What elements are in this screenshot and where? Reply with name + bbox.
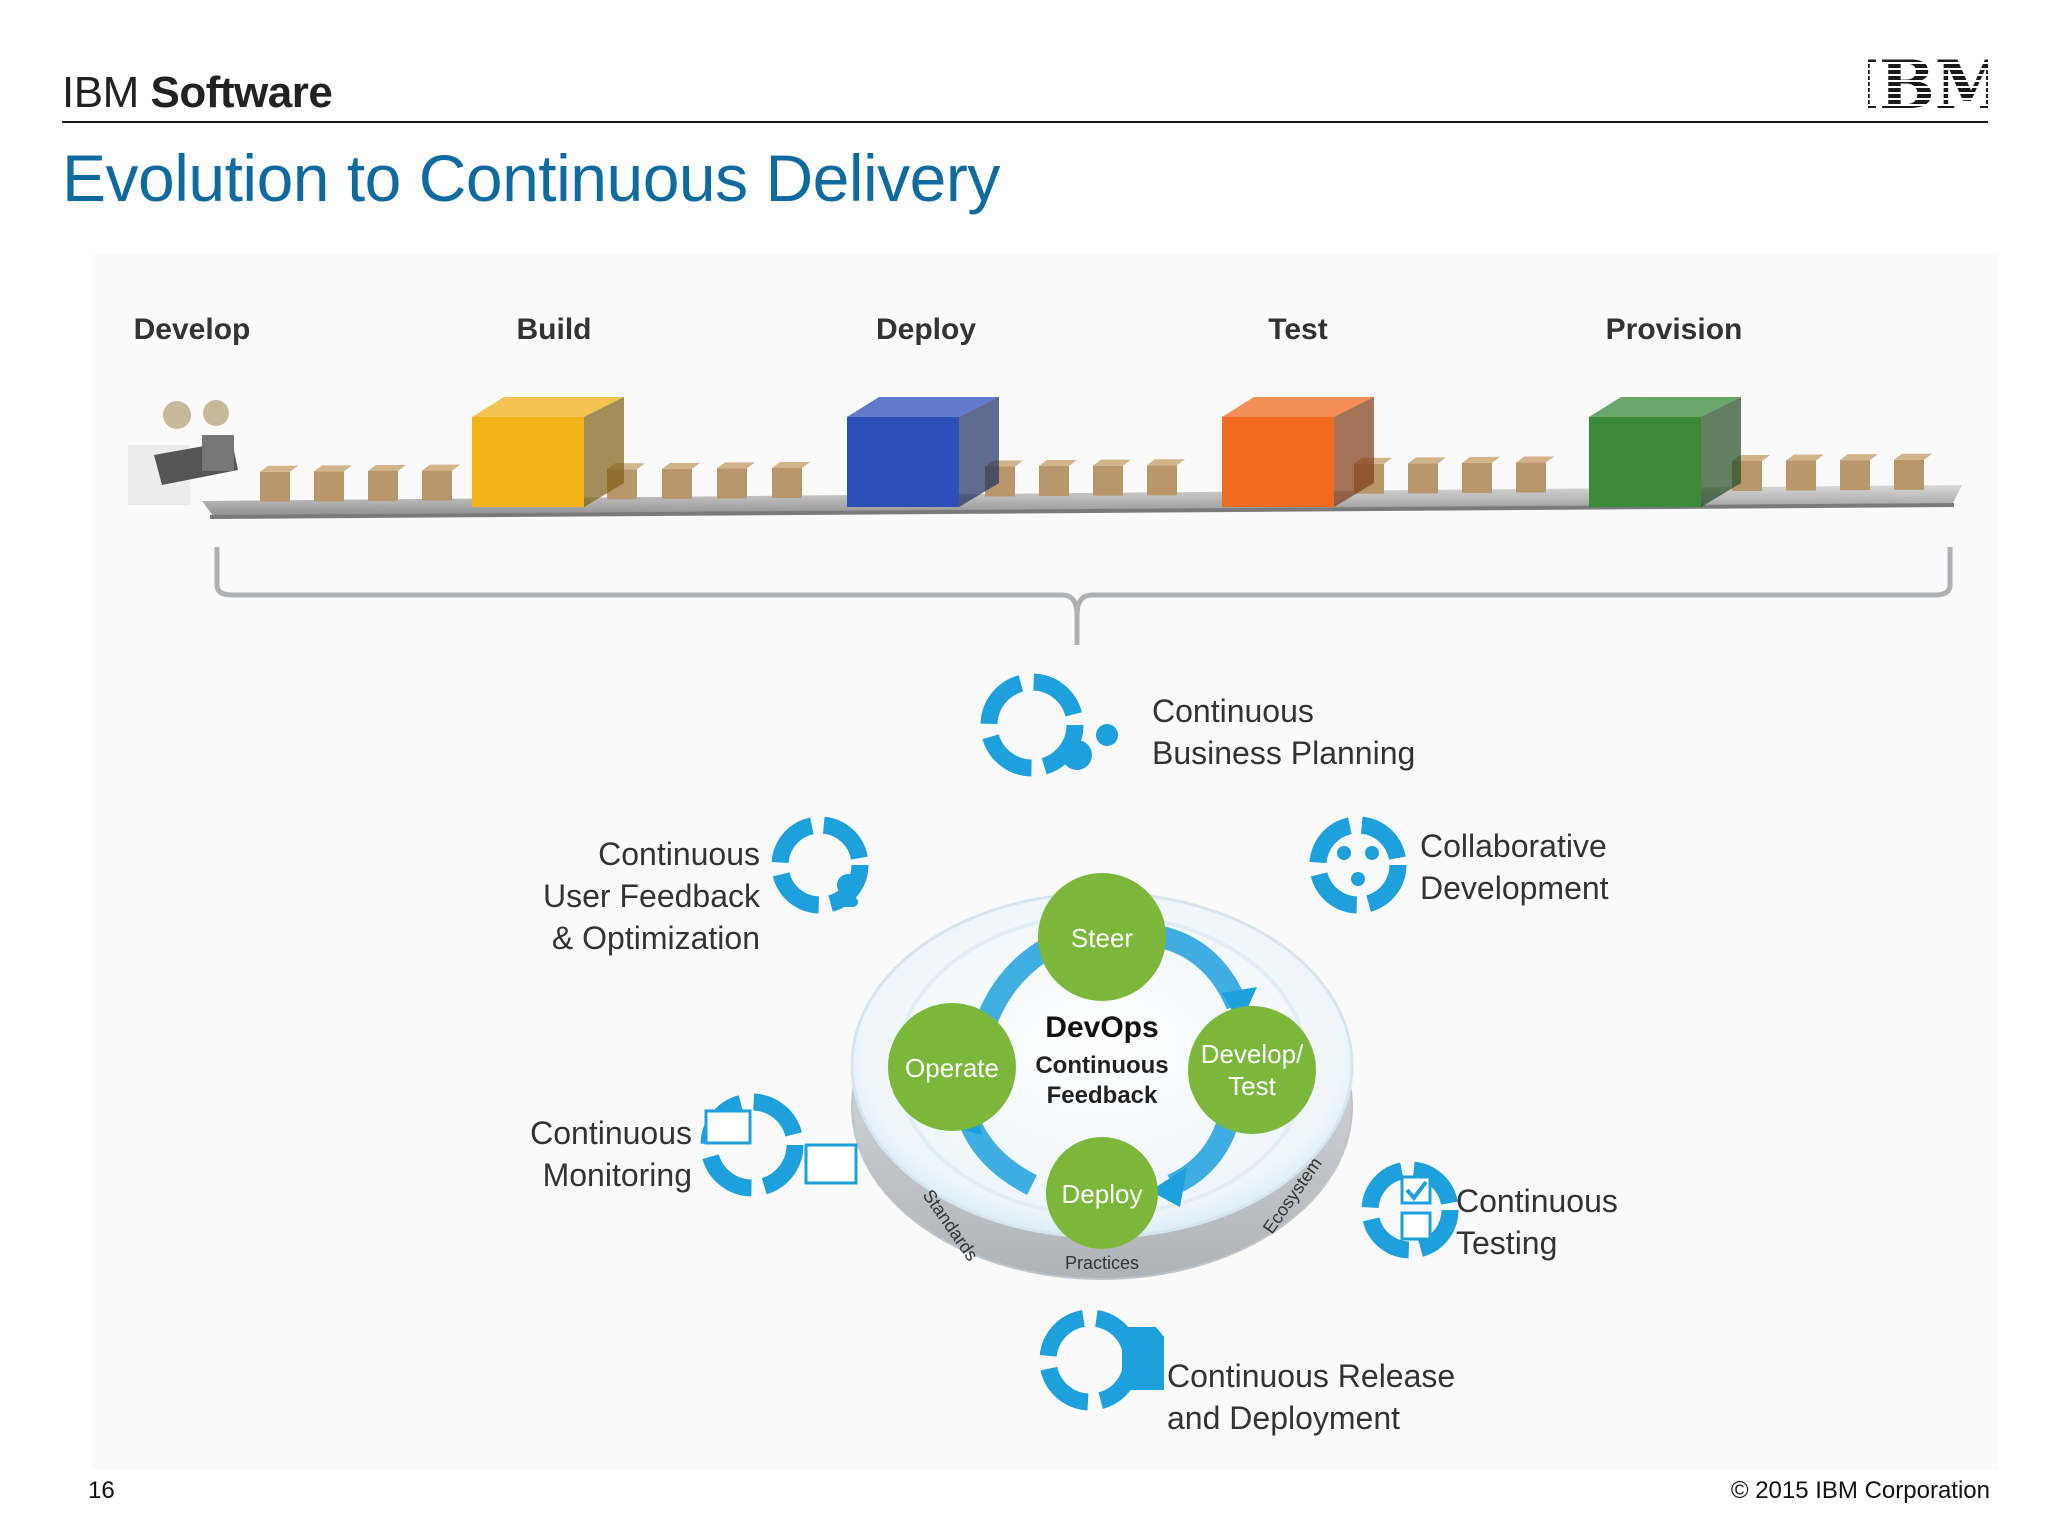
stage-test: Test	[1268, 313, 1328, 346]
testing-line2: Testing	[1456, 1225, 1558, 1261]
brand-title: IBM Software	[62, 68, 333, 118]
conveyor-box	[1093, 465, 1123, 496]
stage-deploy: Deploy	[875, 313, 977, 346]
provision-box	[1589, 397, 1741, 507]
conveyor-box	[1840, 460, 1870, 491]
label-user-feedback: Continuous User Feedback & Optimization	[522, 833, 760, 959]
conveyor-box	[1894, 459, 1924, 490]
stage-boxes	[472, 397, 1741, 507]
conveyor-belt	[202, 485, 1962, 517]
ibm-logo-text: IBM	[1868, 58, 1988, 110]
devops-center-line1: Continuous	[1035, 1052, 1168, 1079]
stage-build: Build	[516, 313, 592, 346]
test-box	[1222, 397, 1374, 507]
label-release: Continuous Release and Deployment	[1167, 1355, 1455, 1439]
business-planning-icon	[980, 673, 1084, 777]
pipeline-graphic	[128, 397, 1962, 645]
stage-develop: Develop	[133, 313, 251, 346]
conveyor-box	[1462, 462, 1492, 493]
monitoring-line2: Monitoring	[542, 1157, 692, 1193]
developer-figure	[128, 400, 238, 505]
collaborative-line2: Development	[1420, 870, 1609, 906]
business-planning-line1: Continuous	[1152, 693, 1314, 729]
brand-name: Software	[150, 68, 333, 117]
monitoring-line1: Continuous	[530, 1115, 692, 1151]
devops-center-line2: Feedback	[1047, 1082, 1158, 1109]
conveyor-box	[260, 471, 290, 502]
conveyor-box	[662, 468, 692, 499]
conveyor-box	[314, 471, 344, 502]
user-feedback-line1: Continuous	[598, 836, 760, 872]
label-monitoring: Continuous Monitoring	[512, 1112, 692, 1196]
business-planning-line2: Business Planning	[1152, 735, 1416, 771]
build-box	[472, 397, 624, 507]
node-operate	[888, 1003, 1016, 1131]
ibm-logo: IBM	[1868, 58, 1988, 115]
conveyor-boxes	[260, 453, 1932, 502]
brand-prefix: IBM	[62, 68, 139, 117]
conveyor-box	[422, 470, 452, 501]
node-develop-label: Develop/	[1201, 1039, 1304, 1069]
page-number: 16	[88, 1477, 115, 1504]
conveyor-box	[1039, 466, 1069, 497]
conveyor-box	[1786, 460, 1816, 491]
node-steer	[1038, 873, 1166, 1001]
copyright: © 2015 IBM Corporation	[1730, 1477, 1990, 1504]
user-feedback-line2: User Feedback	[543, 878, 760, 914]
conveyor-box	[1516, 462, 1546, 493]
node-steer-label: Steer	[1071, 923, 1133, 953]
conveyor-box	[1147, 465, 1177, 496]
node-develop-test	[1188, 1006, 1316, 1134]
conveyor-box	[1408, 463, 1438, 494]
deploy-box	[847, 397, 999, 507]
devops-wheel: Steer Develop/ Test Deploy Operate DevOp…	[850, 873, 1354, 1280]
label-testing: Continuous Testing	[1456, 1180, 1618, 1264]
label-collaborative-development: Collaborative Development	[1420, 825, 1609, 909]
release-icon	[1039, 1309, 1141, 1411]
collaborative-line1: Collaborative	[1420, 828, 1607, 864]
node-deploy-label: Deploy	[1062, 1179, 1143, 1209]
node-test-label: Test	[1228, 1071, 1276, 1101]
user-feedback-line3: & Optimization	[551, 920, 760, 956]
devops-center-title: DevOps	[1045, 1011, 1158, 1044]
label-business-planning: Continuous Business Planning	[1152, 690, 1415, 774]
page-title: Evolution to Continuous Delivery	[62, 141, 1000, 215]
release-line2: and Deployment	[1167, 1400, 1401, 1436]
stage-provision: Provision	[1605, 313, 1743, 346]
node-operate-label: Operate	[905, 1053, 999, 1083]
conveyor-box	[368, 470, 398, 501]
node-deploy	[1046, 1137, 1158, 1249]
ring-label-practices: Practices	[1065, 1253, 1139, 1273]
monitoring-icon	[700, 1093, 804, 1197]
conveyor-box	[717, 468, 747, 499]
devops-diagram: Develop Build Deploy Test Provision	[92, 255, 1998, 1470]
release-line1: Continuous Release	[1167, 1358, 1456, 1394]
testing-icon	[1361, 1161, 1459, 1259]
pipeline-bracket	[214, 547, 1953, 645]
testing-line1: Continuous	[1456, 1183, 1618, 1219]
conveyor-box	[772, 468, 802, 499]
header-divider	[62, 121, 1988, 123]
